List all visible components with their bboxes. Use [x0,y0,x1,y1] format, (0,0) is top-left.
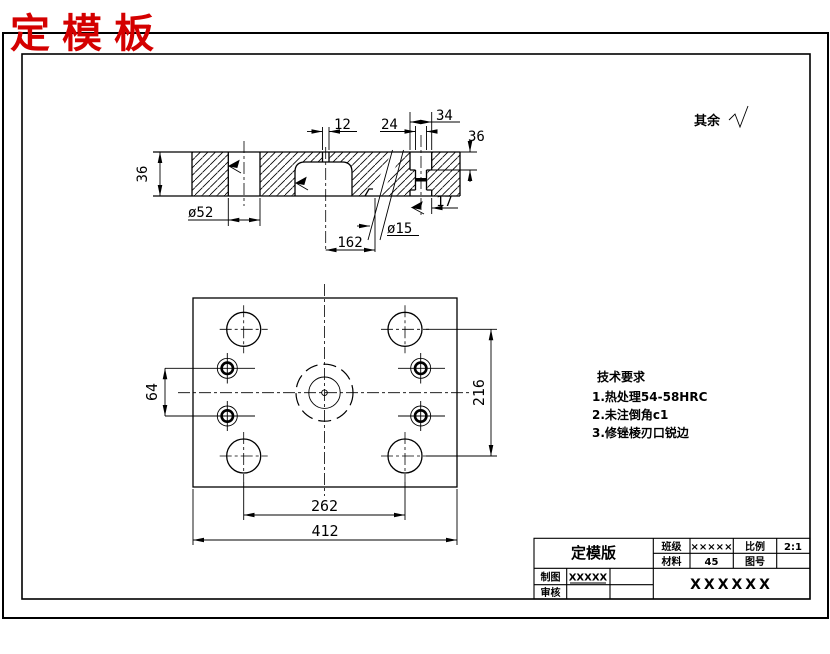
tech-req-title: 技术要求 [597,369,646,384]
titleblock-material-value: 45 [705,557,719,568]
dim-pitch-216: 216 [470,379,488,406]
titleblock-drafter-label: 制图 [541,571,561,584]
surface-finish-note: 其余 [694,105,749,129]
plan-view: 64 216 262 412 [143,284,497,545]
dim-width-412: 412 [311,522,338,540]
dim-taper-15: ø15 [387,221,412,237]
titleblock-scale-label: 比例 [745,540,765,553]
titleblock-checker-label: 审核 [541,586,561,599]
section-view: 36 ø52 12 24 34 36 [135,108,485,253]
titleblock-part-name: 定模版 [571,544,616,562]
guide-holes [219,305,429,482]
locating-ring [295,363,354,422]
dim-counterbore-34: 34 [436,108,453,124]
dim-length-162: 162 [337,235,362,251]
dim-thickness-left: 36 [135,166,151,183]
surface-note-label: 其余 [694,113,721,129]
titleblock-drawingno-label: 图号 [745,556,765,568]
section-dimensions: 36 ø52 12 24 34 36 [135,108,485,253]
titleblock-drafter-value: XXXXX [569,573,608,584]
dim-pitch-64: 64 [143,383,161,401]
dim-pitch-262: 262 [311,497,338,515]
titleblock-class-label: 班级 [662,540,683,553]
dim-bore-52: ø52 [188,205,213,221]
titleblock-drawing-code: XXXXXX [690,577,773,593]
title-block: 定模版 班级 ××××× 比例 2:1 材料 45 图号 制图 XXXXX 审核… [533,537,811,600]
sheet-frame [2,32,829,619]
page-title: 定模板 [10,10,166,57]
dim-slot-12: 12 [334,117,351,133]
screw-holes [212,353,445,431]
section-centerlines [243,135,422,252]
dim-offset-17: 17 [436,194,453,210]
tech-req-item-2: 2.未注倒角c1 [592,407,668,422]
dim-depth-36: 36 [468,129,485,145]
taper-lines [367,149,404,241]
titleblock-class-value: ××××× [691,542,733,553]
tech-req-item-3: 3.修锉棱刃口锐边 [592,425,690,440]
tech-requirements: 技术要求 1.热处理54-58HRC 2.未注倒角c1 3.修锉棱刃口锐边 [592,369,708,440]
titleblock-scale-value: 2:1 [784,542,802,553]
section-hatch [192,152,460,196]
surface-flag-icons [227,159,425,215]
titleblock-material-label: 材料 [662,555,682,568]
dim-hole-24: 24 [381,117,398,133]
roughness-icon [728,105,749,129]
tech-req-item-1: 1.热处理54-58HRC [592,389,708,404]
plan-dimensions: 64 216 262 412 [143,328,497,545]
